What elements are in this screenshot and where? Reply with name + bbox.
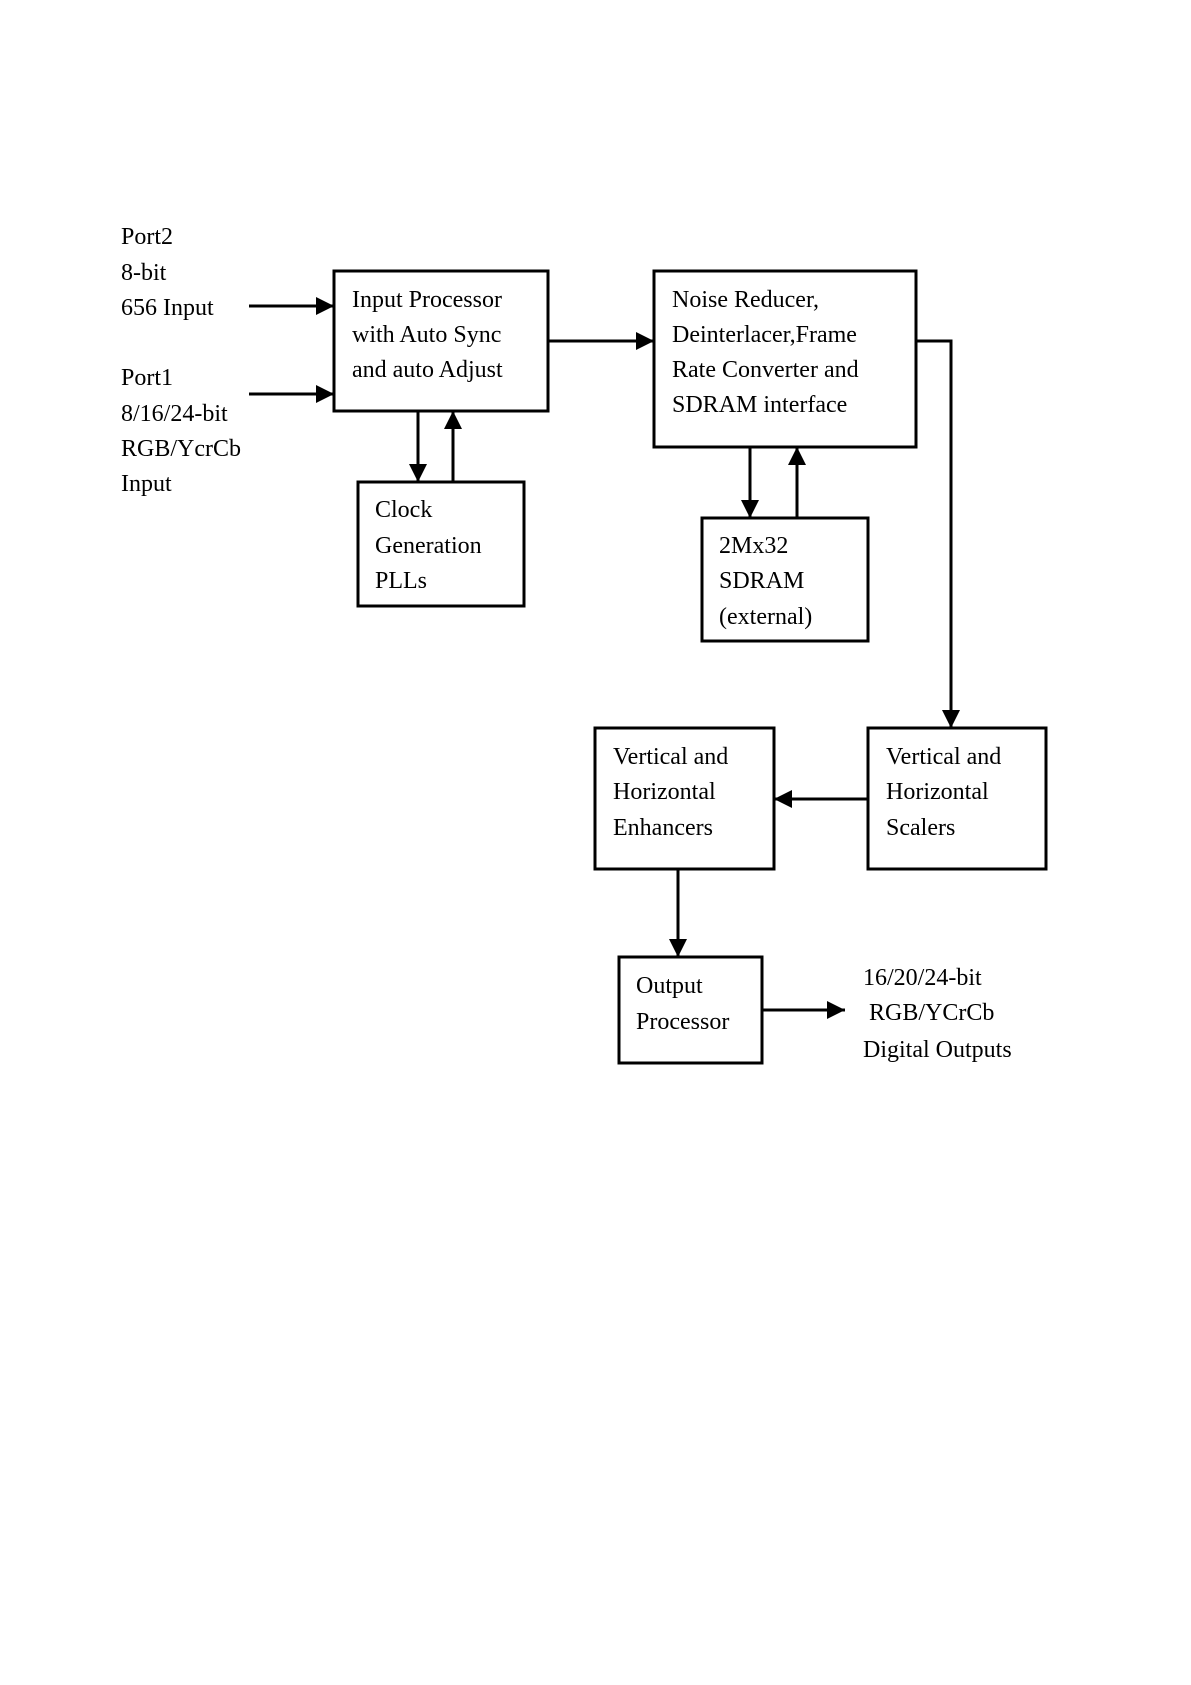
- digital-outputs-line-3: Digital Outputs: [863, 1037, 1012, 1063]
- svg-text:2Mx32 SDRAM (exter: 2Mx32 SDRAM (external): [719, 533, 812, 630]
- input-processor-line-2: with Auto Sync: [352, 322, 501, 348]
- noise-reducer-block: Noise Reducer, Deinterlacer,Frame Rate C…: [652, 269, 918, 449]
- scalers-line-1: Vertical and: [886, 744, 1001, 770]
- noise-reducer-line-1: Noise Reducer,: [672, 287, 819, 313]
- scalers-line-3: Scalers: [886, 815, 955, 841]
- enhancers-block: Vertical and Horizontal Enhancers: [593, 726, 776, 871]
- noise-reducer-line-4: SDRAM interface: [672, 392, 847, 418]
- port1-line-4: Input: [121, 471, 172, 497]
- digital-outputs-line-1: 16/20/24-bit: [863, 965, 982, 991]
- sdram-block: 2Mx32 SDRAM (external): [700, 516, 870, 643]
- port2-line-2: 8-bit: [121, 260, 167, 286]
- svg-text:Noise Reducer, Deinterla: Noise Reducer, Deinterlacer,Frame Rate C…: [672, 287, 865, 418]
- digital-outputs-label: 16/20/24-bit RGB/YCrCb Digital Outputs: [863, 965, 1012, 1063]
- port1-line-3: RGB/YcrCb: [121, 436, 241, 462]
- scalers-block: Vertical and Horizontal Scalers: [866, 726, 1048, 871]
- digital-outputs-line-2: RGB/YCrCb: [863, 1000, 994, 1026]
- noise-to-scalers-arrow: [916, 339, 960, 728]
- enhancers-line-1: Vertical and: [613, 744, 728, 770]
- sdram-line-1: 2Mx32: [719, 533, 788, 559]
- port2-line-3: 656 Input: [121, 295, 214, 321]
- enhancers-line-3: Enhancers: [613, 815, 713, 841]
- port1-line-2: 8/16/24-bit: [121, 401, 228, 427]
- port2-label: Port2 8-bit 656 Input: [121, 224, 214, 321]
- scalers-line-2: Horizontal: [886, 779, 989, 805]
- input-processor-line-3: and auto Adjust: [352, 357, 503, 383]
- input-processor-block: Input Processor with Auto Sync and auto …: [332, 269, 550, 413]
- input-processor-line-1: Input Processor: [352, 287, 502, 313]
- clock-generation-line-1: Clock: [375, 497, 432, 523]
- clock-generation-line-2: Generation: [375, 533, 482, 559]
- enhancers-line-2: Horizontal: [613, 779, 716, 805]
- clock-generation-block: Clock Generation PLLs: [356, 480, 526, 608]
- port1-line-1: Port1: [121, 365, 173, 391]
- svg-text:Clock Generation P: Clock Generation PLLs: [375, 497, 488, 594]
- svg-text:Vertical and Horizontal: Vertical and Horizontal Enhancers: [613, 744, 734, 841]
- svg-text:Output Processor: Output Processor: [636, 973, 729, 1035]
- noise-reducer-line-2: Deinterlacer,Frame: [672, 322, 857, 348]
- output-processor-line-1: Output: [636, 973, 703, 999]
- svg-text:Input Processor with A: Input Processor with Auto Sync and auto …: [352, 287, 508, 383]
- sdram-line-3: (external): [719, 604, 812, 630]
- clock-generation-line-3: PLLs: [375, 568, 427, 594]
- port2-line-1: Port2: [121, 224, 173, 250]
- output-processor-block: Output Processor: [617, 955, 764, 1065]
- output-processor-line-2: Processor: [636, 1009, 729, 1035]
- sdram-line-2: SDRAM: [719, 568, 804, 594]
- noise-reducer-line-3: Rate Converter and: [672, 357, 859, 383]
- svg-text:Vertical and Horizontal: Vertical and Horizontal Scalers: [886, 744, 1007, 841]
- port1-label: Port1 8/16/24-bit RGB/YcrCb Input: [121, 365, 247, 497]
